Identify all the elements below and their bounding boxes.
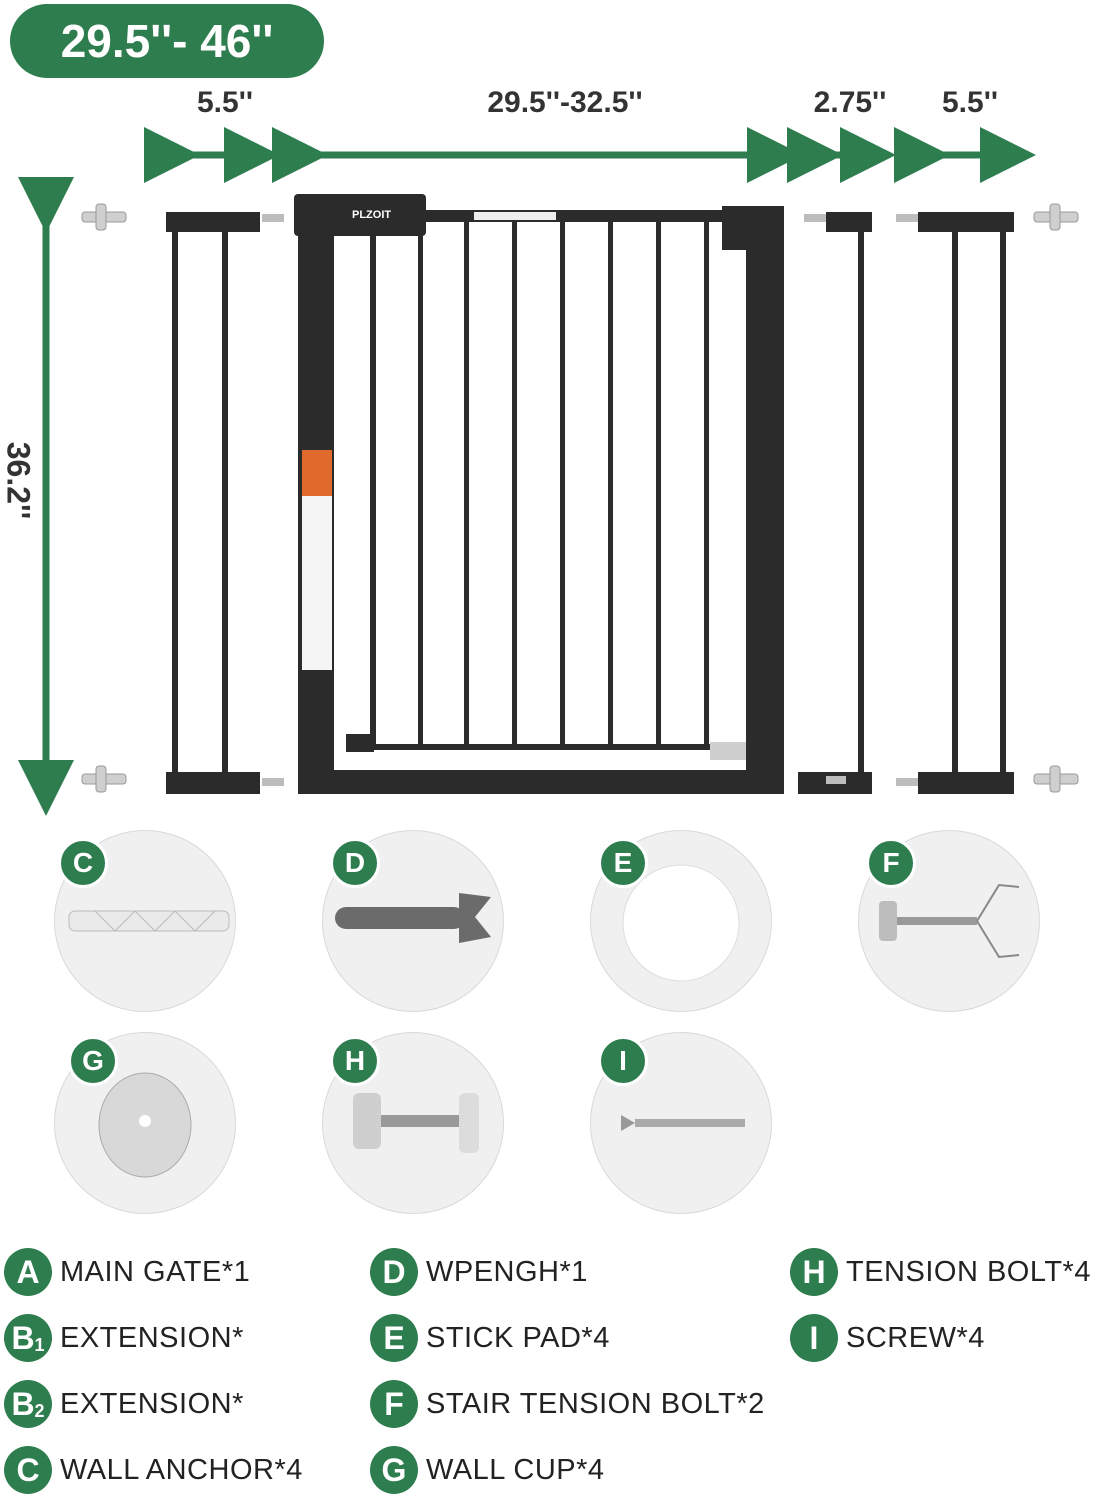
gate-illustration: PLZOIT <box>18 127 1079 816</box>
part-letter-g: G <box>68 1036 118 1086</box>
part-letter-i: I <box>598 1036 648 1086</box>
wall-cup-icon <box>98 1072 192 1178</box>
legend-item-main-gate: A MAIN GATE*1 <box>4 1248 250 1296</box>
part-letter-h: H <box>330 1036 380 1086</box>
legend-label: EXTENSION* <box>60 1387 244 1420</box>
part-circle-stick-pad <box>590 830 772 1012</box>
wall-anchor-icon <box>68 910 230 932</box>
legend-label: WPENGH*1 <box>426 1255 588 1288</box>
legend-badge-f: F <box>370 1380 418 1428</box>
legend-label: STICK PAD*4 <box>426 1321 610 1354</box>
part-letter-d: D <box>330 838 380 888</box>
range-badge: 29.5''- 46'' <box>10 4 324 78</box>
wall-cup-left <box>81 203 127 793</box>
wrench-icon <box>335 893 491 943</box>
legend-item-screw: I SCREW*4 <box>790 1314 985 1362</box>
tension-bolt-icon <box>353 1093 479 1153</box>
legend-item-wrench: D WPENGH*1 <box>370 1248 588 1296</box>
legend-item-stick-pad: E STICK PAD*4 <box>370 1314 610 1362</box>
dim-label-ext-small: 2.75'' <box>813 86 887 119</box>
extension-right <box>896 212 1014 794</box>
legend-badge-h: H <box>790 1248 838 1296</box>
legend-item-wall-cup: G WALL CUP*4 <box>370 1446 605 1494</box>
legend-label: EXTENSION* <box>60 1321 244 1354</box>
part-letter-e: E <box>598 838 648 888</box>
legend-label: WALL CUP*4 <box>426 1453 605 1486</box>
legend-item-stair-tension-bolt: F STAIR TENSION BOLT*2 <box>370 1380 765 1428</box>
dim-label-ext-left: 5.5'' <box>197 86 253 119</box>
legend-badge-e: E <box>370 1314 418 1362</box>
legend-badge-i: I <box>790 1314 838 1362</box>
stick-pad-icon <box>622 864 740 982</box>
wall-cup-right <box>1033 203 1079 793</box>
gate-brand-logo: PLZOIT <box>352 209 391 221</box>
legend-label: WALL ANCHOR*4 <box>60 1453 303 1486</box>
dim-label-ext-right: 5.5'' <box>942 86 998 119</box>
extension-small <box>798 212 872 794</box>
legend-label: STAIR TENSION BOLT*2 <box>426 1387 765 1420</box>
part-letter-c: C <box>58 838 108 888</box>
dim-label-main: 29.5''-32.5'' <box>487 86 643 119</box>
legend-item-wall-anchor: C WALL ANCHOR*4 <box>4 1446 303 1494</box>
legend-badge-g: G <box>370 1446 418 1494</box>
stair-tension-bolt-icon <box>879 883 1020 959</box>
extension-left <box>166 212 284 794</box>
legend-label: MAIN GATE*1 <box>60 1255 251 1288</box>
screw-icon <box>621 1115 745 1131</box>
part-letter-f: F <box>866 838 916 888</box>
legend-item-tension-bolt: H TENSION BOLT*4 <box>790 1248 1091 1296</box>
main-gate: PLZOIT <box>294 194 784 794</box>
legend-badge-c: C <box>4 1446 52 1494</box>
legend-badge-d: D <box>370 1248 418 1296</box>
legend-label: TENSION BOLT*4 <box>846 1255 1091 1288</box>
legend-badge-a: A <box>4 1248 52 1296</box>
legend-label: SCREW*4 <box>846 1321 985 1354</box>
dim-arrows <box>18 127 1036 816</box>
